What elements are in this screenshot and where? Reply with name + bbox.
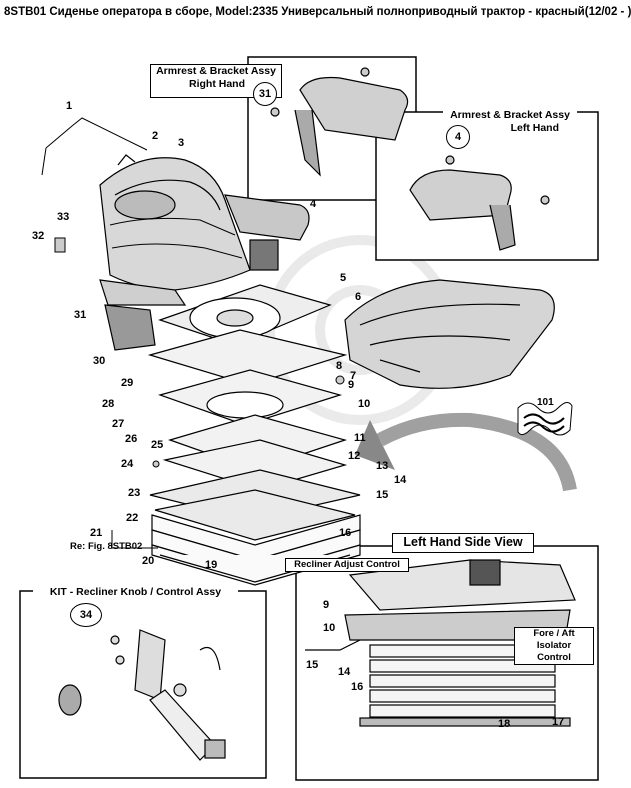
small-parts xyxy=(54,237,345,468)
callout-24: 24 xyxy=(121,458,134,470)
callout-6: 6 xyxy=(355,291,362,303)
leader-1 xyxy=(45,117,148,151)
side-callout-14: 14 xyxy=(338,666,351,678)
side-callout-10: 10 xyxy=(323,622,336,634)
callout-25: 25 xyxy=(151,439,164,451)
reference-note: Re: Fig. 8STB02 xyxy=(70,541,143,552)
callout-12: 12 xyxy=(348,450,361,462)
armrest-right-on-seat xyxy=(224,194,310,271)
armrest-left-drawing xyxy=(409,155,550,251)
badge-101: 101 xyxy=(537,397,554,408)
view-arrow xyxy=(376,412,577,492)
callout-4: 4 xyxy=(310,198,317,210)
side-callout-17: 17 xyxy=(552,716,565,728)
view-arrow-head xyxy=(355,420,395,470)
callout-30: 30 xyxy=(93,355,106,367)
callout-11: 11 xyxy=(354,432,366,444)
callout-32: 32 xyxy=(32,230,45,242)
callout-5: 5 xyxy=(340,272,347,284)
leader-1b xyxy=(41,147,47,176)
callout-7: 7 xyxy=(350,370,357,382)
isolator-control-line2: Control xyxy=(537,651,571,663)
armrest-right-ref: 31 xyxy=(253,82,277,106)
callout-20: 20 xyxy=(142,555,155,567)
side-callout-9: 9 xyxy=(323,599,330,611)
armrest-left-on-seat xyxy=(99,279,187,351)
callout-23: 23 xyxy=(128,487,141,499)
side-callout-18: 18 xyxy=(498,718,511,730)
armrest-right-title-line1: Armrest & Bracket Assy xyxy=(156,65,276,77)
callout-21: 21 xyxy=(90,527,103,539)
side-callout-16: 16 xyxy=(351,681,364,693)
callout-8: 8 xyxy=(336,360,343,372)
isolator-control-label: Fore / Aft Isolator Control xyxy=(514,627,594,665)
callout-3: 3 xyxy=(178,137,185,149)
slide-rail-frame xyxy=(147,329,348,491)
side-view-title: Left Hand Side View xyxy=(392,533,534,553)
seat-back xyxy=(99,157,251,291)
armrest-right-title-line2: Right Hand xyxy=(189,78,245,91)
callout-10: 10 xyxy=(358,398,371,410)
callout-19: 19 xyxy=(205,559,218,571)
callout-33: 33 xyxy=(57,211,70,223)
kit-drawing xyxy=(58,629,226,761)
recliner-adjust-label: Recliner Adjust Control xyxy=(285,558,409,572)
callout-29: 29 xyxy=(121,377,134,389)
callout-2: 2 xyxy=(152,130,159,142)
armrest-left-ref: 4 xyxy=(446,125,470,149)
kit-title: KIT - Recliner Knob / Control Assy xyxy=(33,586,238,600)
callout-16: 16 xyxy=(339,527,352,539)
badge-101-emblem xyxy=(517,402,573,436)
exploded-parts-diagram xyxy=(19,56,599,781)
headrest-bracket xyxy=(117,154,136,166)
ref-bracket-21 xyxy=(111,530,158,549)
callout-31: 31 xyxy=(74,309,87,321)
kit-ref: 34 xyxy=(70,603,102,627)
armrest-left-title-line1: Armrest & Bracket Assy xyxy=(450,109,570,121)
callout-27: 27 xyxy=(112,418,125,430)
callout-9: 9 xyxy=(348,379,355,391)
callout-15: 15 xyxy=(376,489,389,501)
side-view-drawing xyxy=(305,559,576,727)
suspension-plates xyxy=(149,469,361,541)
armrest-left-title-line2: Left Hand xyxy=(510,122,559,135)
isolator-control-line1: Fore / Aft Isolator xyxy=(533,628,575,651)
callout-1: 1 xyxy=(66,100,73,112)
callout-28: 28 xyxy=(102,398,115,410)
side-callout-15: 15 xyxy=(306,659,319,671)
armrest-right-drawing xyxy=(270,67,409,177)
callout-26: 26 xyxy=(125,433,138,445)
callout-22: 22 xyxy=(126,512,139,524)
callout-14: 14 xyxy=(394,474,407,486)
seat-cushion xyxy=(344,279,555,389)
page-title: 8STB01 Сиденье оператора в сборе, Model:… xyxy=(4,6,631,18)
callout-13: 13 xyxy=(376,460,389,472)
